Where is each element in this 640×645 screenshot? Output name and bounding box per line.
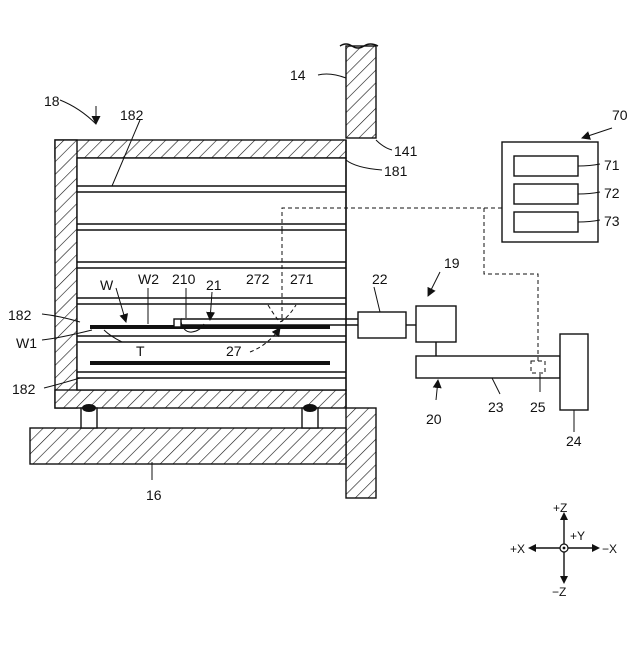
label-70: 70: [612, 107, 628, 123]
label-141: 141: [394, 143, 418, 159]
label-20: 20: [426, 411, 442, 427]
label-182-bottom: 182: [12, 381, 36, 397]
label-16: 16: [146, 487, 162, 503]
label-18: 18: [44, 93, 60, 109]
label-210: 210: [172, 271, 196, 287]
label-19: 19: [444, 255, 460, 271]
label-73: 73: [604, 213, 620, 229]
label-72: 72: [604, 185, 620, 201]
label-14: 14: [290, 67, 306, 83]
axis-plus-y: +Y: [570, 529, 585, 543]
label-272: 272: [246, 271, 270, 287]
label-T: T: [136, 343, 145, 359]
axis-plus-x: +X: [510, 542, 525, 556]
label-71: 71: [604, 157, 620, 173]
axis-minus-z: −Z: [552, 585, 566, 599]
drive-22: [358, 312, 406, 338]
column-24: [560, 334, 588, 410]
label-23: 23: [488, 399, 504, 415]
label-W2: W2: [138, 271, 159, 287]
label-182-left: 182: [8, 307, 32, 323]
label-W1: W1: [16, 335, 37, 351]
label-W: W: [100, 277, 114, 293]
label-27: 27: [226, 343, 242, 359]
coordinate-axes: +Z −Z +X −X +Y: [510, 501, 617, 599]
controller-70: [502, 142, 598, 242]
label-182-top: 182: [120, 107, 144, 123]
label-271: 271: [290, 271, 314, 287]
label-22: 22: [372, 271, 388, 287]
axis-plus-z: +Z: [553, 501, 567, 515]
unit-19: [416, 306, 456, 342]
label-21: 21: [206, 277, 222, 293]
base-16: [30, 404, 346, 464]
label-25: 25: [530, 399, 546, 415]
label-181: 181: [384, 163, 408, 179]
label-24: 24: [566, 433, 582, 449]
axis-minus-x: −X: [602, 542, 617, 556]
